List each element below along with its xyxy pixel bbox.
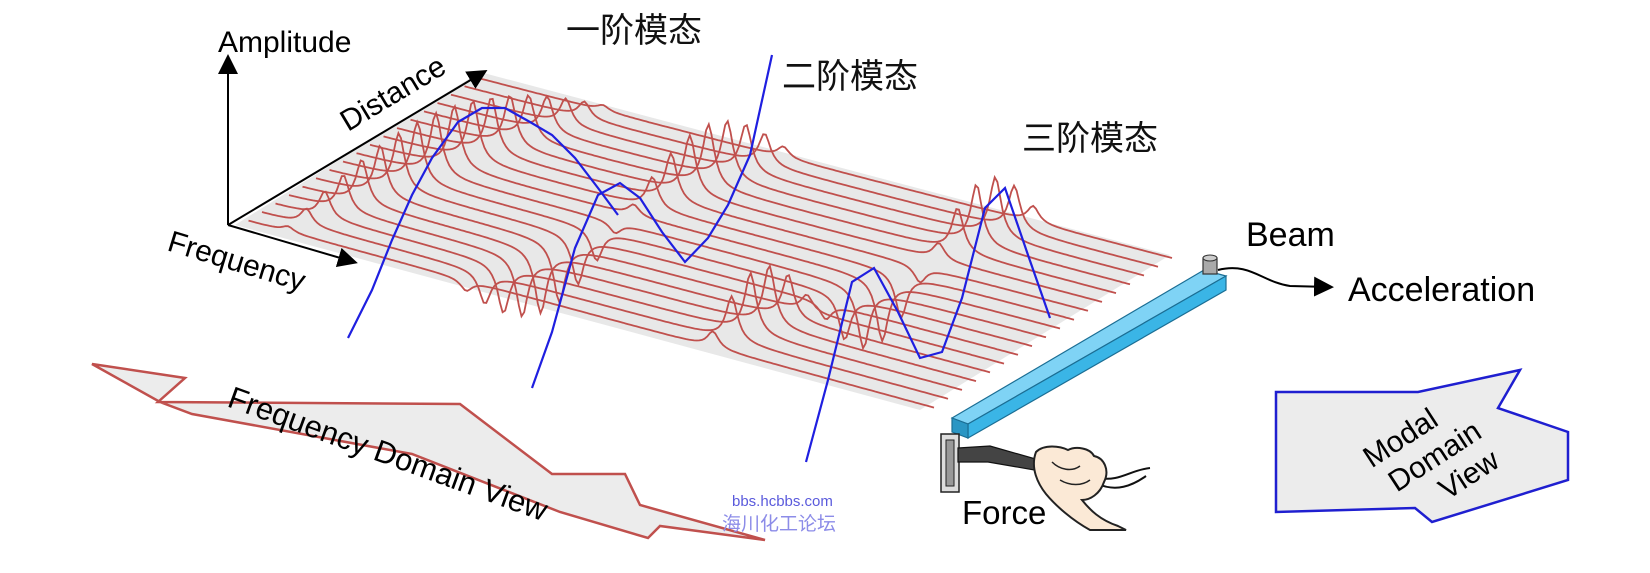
frf-trace [342,119,1033,347]
frf-trace [369,103,1061,344]
watermark-name: 海川化工论坛 [722,513,836,535]
modal-domain-view-arrow [1274,368,1570,524]
frequency-axis [227,224,358,268]
beam-label: Beam [1246,216,1335,254]
acceleration-cable-arrow [1217,267,1334,297]
acceleration-label: Acceleration [1348,271,1535,309]
hand-icon [1032,445,1127,531]
frequency-plane [235,72,1170,410]
force-label: Force [962,494,1046,531]
beam-end-face [951,417,969,439]
first-mode-label: 一阶模态 [566,11,702,51]
frf-trace [302,159,991,374]
frf-trace [261,207,949,400]
frf-trace [396,97,1089,312]
mode-shape-1 [347,106,619,339]
third-mode-label: 三阶模态 [1022,119,1158,159]
frf-trace [383,99,1075,321]
frequency-domain-view-arrow [91,362,766,542]
frf-trace [410,95,1103,303]
distance-axis [227,69,488,226]
frf-trace [248,219,935,409]
frf-trace [315,144,1005,365]
watermark-url: bbs.hcbbs.com [732,493,833,510]
amplitude-axis-label: Amplitude [218,26,351,59]
mode-shape-2 [530,54,774,389]
frf-trace [437,94,1131,286]
frf-trace [275,190,963,391]
frf-trace [477,77,1173,259]
mode-shape-3 [804,185,1052,463]
accelerometer-icon [1202,254,1218,275]
second-mode-label: 二阶模态 [782,57,918,97]
beam [950,269,1228,440]
frf-trace [288,175,977,382]
frf-trace [464,85,1159,268]
frf-trace [450,93,1145,277]
